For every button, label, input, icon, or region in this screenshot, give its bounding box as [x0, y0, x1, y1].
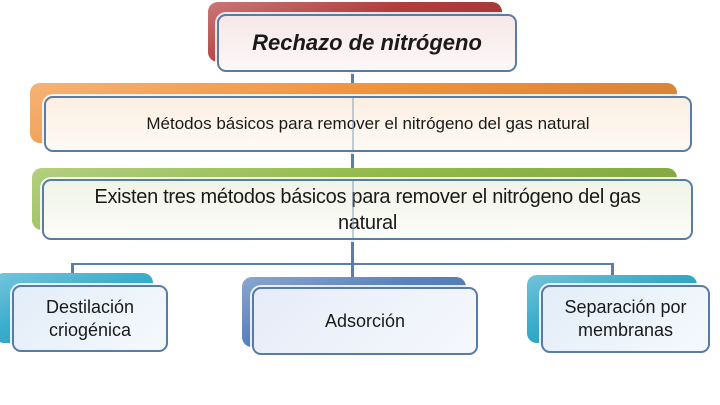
method3-line2: membranas: [577, 320, 674, 340]
method1-line1: Destilación: [45, 296, 135, 317]
node-destilacion-criogenica: Destilación criogénica: [12, 285, 168, 352]
node-adsorcion: Adsorción: [252, 287, 478, 355]
node-rechazo-de-nitrogeno: Rechazo de nitrógeno: [217, 14, 517, 72]
connector-drop-middle: [351, 263, 354, 284]
level3-node-line2: natural: [337, 211, 398, 234]
connector-through-level2: [352, 98, 354, 150]
node-separacion-membranas: Separación por membranas: [541, 285, 710, 353]
connector-horizontal-bar: [72, 263, 614, 265]
node-existen-tres-metodos: Existen tres métodos básicos para remove…: [42, 179, 693, 240]
connector-drop-left: [71, 263, 74, 278]
connector-level3-stem: [351, 240, 354, 265]
method3-line1: Separación por: [564, 297, 687, 317]
node-metodos-basicos: Métodos básicos para remover el nitrógen…: [44, 96, 692, 152]
root-node-label: Rechazo de nitrógeno: [252, 30, 482, 55]
connector-level2-to-level3: [351, 152, 354, 181]
connector-drop-right: [611, 263, 614, 277]
method2-line1: Adsorción: [324, 310, 406, 331]
level3-node-line1: Existen tres métodos básicos para remove…: [94, 185, 641, 208]
method1-line2: criogénica: [48, 319, 132, 340]
connector-through-level3: [352, 181, 354, 238]
level2-node-label: Métodos básicos para remover el nitrógen…: [146, 114, 590, 133]
